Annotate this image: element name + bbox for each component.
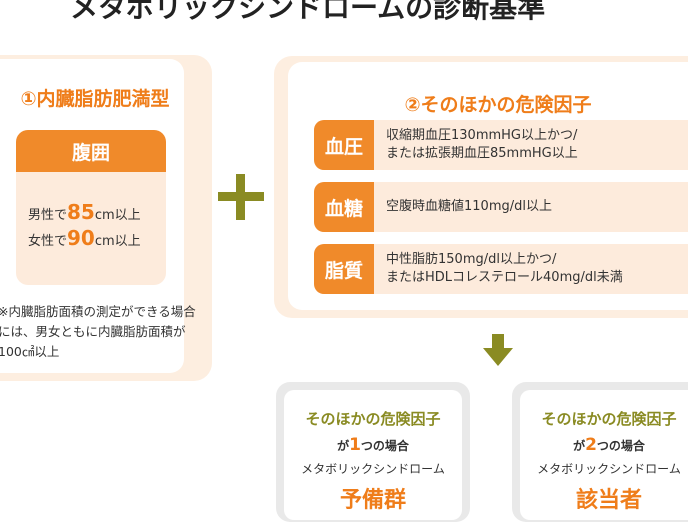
waist-female: 女性で90cm以上	[28, 226, 141, 250]
plus-icon	[218, 174, 264, 220]
waist-header: 腹囲	[16, 130, 166, 172]
waist-male-suffix: cm以上	[94, 208, 141, 223]
risk-criteria: 収縮期血圧130mmHG以上かつ/ または拡張期血圧85mmHG以上	[386, 120, 688, 170]
waist-male-value: 85	[67, 200, 95, 224]
other-risk-title: ②そのほかの危険因子	[404, 94, 592, 116]
result-count-line: が2つの場合	[520, 435, 688, 455]
risk-label: 脂質	[314, 244, 374, 294]
visceral-fat-note: ※内臓脂肪面積の測定ができる場合には、男女ともに内臓脂肪面積が100㎠以上	[0, 304, 196, 359]
result-count: 2	[585, 435, 597, 455]
down-arrow-stem	[492, 334, 504, 350]
result-suffix: つの場合	[360, 439, 409, 453]
risk-label: 血糖	[314, 182, 374, 232]
risk-criteria-line: 中性脂肪150mg/dl以上かつ/	[386, 252, 557, 267]
other-risk-panel-inner: ②そのほかの危険因子 血圧 収縮期血圧130mmHG以上かつ/ または拡張期血圧…	[288, 62, 688, 310]
result-verdict: 予備群	[339, 488, 406, 513]
waist-female-prefix: 女性で	[28, 234, 68, 249]
risk-criteria: 中性脂肪150mg/dl以上かつ/ またはHDLコレステロール40mg/dl未満	[386, 244, 688, 294]
result-card-applicable: そのほかの危険因子 が2つの場合 メタボリックシンドローム 該当者	[512, 382, 688, 522]
risk-factor-blood-pressure: 血圧 収縮期血圧130mmHG以上かつ/ または拡張期血圧85mmHG以上	[314, 120, 688, 170]
result-card-reserve: そのほかの危険因子 が1つの場合 メタボリックシンドローム 予備群	[276, 382, 470, 522]
waist-male: 男性で85cm以上	[28, 200, 141, 224]
risk-criteria-line: またはHDLコレステロール40mg/dl未満	[386, 270, 623, 285]
result-prefix: が	[337, 439, 350, 453]
risk-factor-blood-sugar: 血糖 空腹時血糖値110mg/dl以上	[314, 182, 688, 232]
result-heading: そのほかの危険因子	[305, 410, 441, 428]
risk-factor-lipid: 脂質 中性脂肪150mg/dl以上かつ/ またはHDLコレステロール40mg/d…	[314, 244, 688, 294]
risk-criteria-line: 空腹時血糖値110mg/dl以上	[386, 199, 552, 214]
risk-criteria-line: 収縮期血圧130mmHG以上かつ/	[386, 128, 578, 143]
waist-male-prefix: 男性で	[28, 208, 68, 223]
visceral-fat-title: ①内臓脂肪肥満型	[20, 88, 170, 110]
waist-female-suffix: cm以上	[94, 234, 141, 249]
down-arrow-icon	[483, 334, 513, 368]
waist-female-value: 90	[67, 226, 95, 250]
result-condition: メタボリックシンドローム	[301, 462, 445, 476]
page-title: メタボリックシンドロームの診断基準	[70, 0, 546, 24]
risk-criteria-line: または拡張期血圧85mmHG以上	[386, 146, 578, 161]
result-prefix: が	[573, 439, 586, 453]
other-risk-panel: ②そのほかの危険因子 血圧 収縮期血圧130mmHG以上かつ/ または拡張期血圧…	[274, 56, 688, 318]
result-card-inner: そのほかの危険因子 が2つの場合 メタボリックシンドローム 該当者	[520, 390, 688, 520]
result-suffix: つの場合	[596, 439, 645, 453]
plus-icon-vertical	[236, 174, 245, 220]
result-heading: そのほかの危険因子	[541, 410, 677, 428]
result-verdict: 該当者	[575, 488, 642, 513]
result-condition: メタボリックシンドローム	[537, 462, 681, 476]
risk-label: 血圧	[314, 120, 374, 170]
down-arrow-head	[483, 348, 513, 366]
result-count: 1	[349, 435, 361, 455]
risk-criteria: 空腹時血糖値110mg/dl以上	[386, 182, 688, 232]
result-count-line: が1つの場合	[284, 435, 462, 455]
waist-box: 腹囲 男性で85cm以上 女性で90cm以上	[16, 130, 166, 285]
result-card-inner: そのほかの危険因子 が1つの場合 メタボリックシンドローム 予備群	[284, 390, 462, 520]
